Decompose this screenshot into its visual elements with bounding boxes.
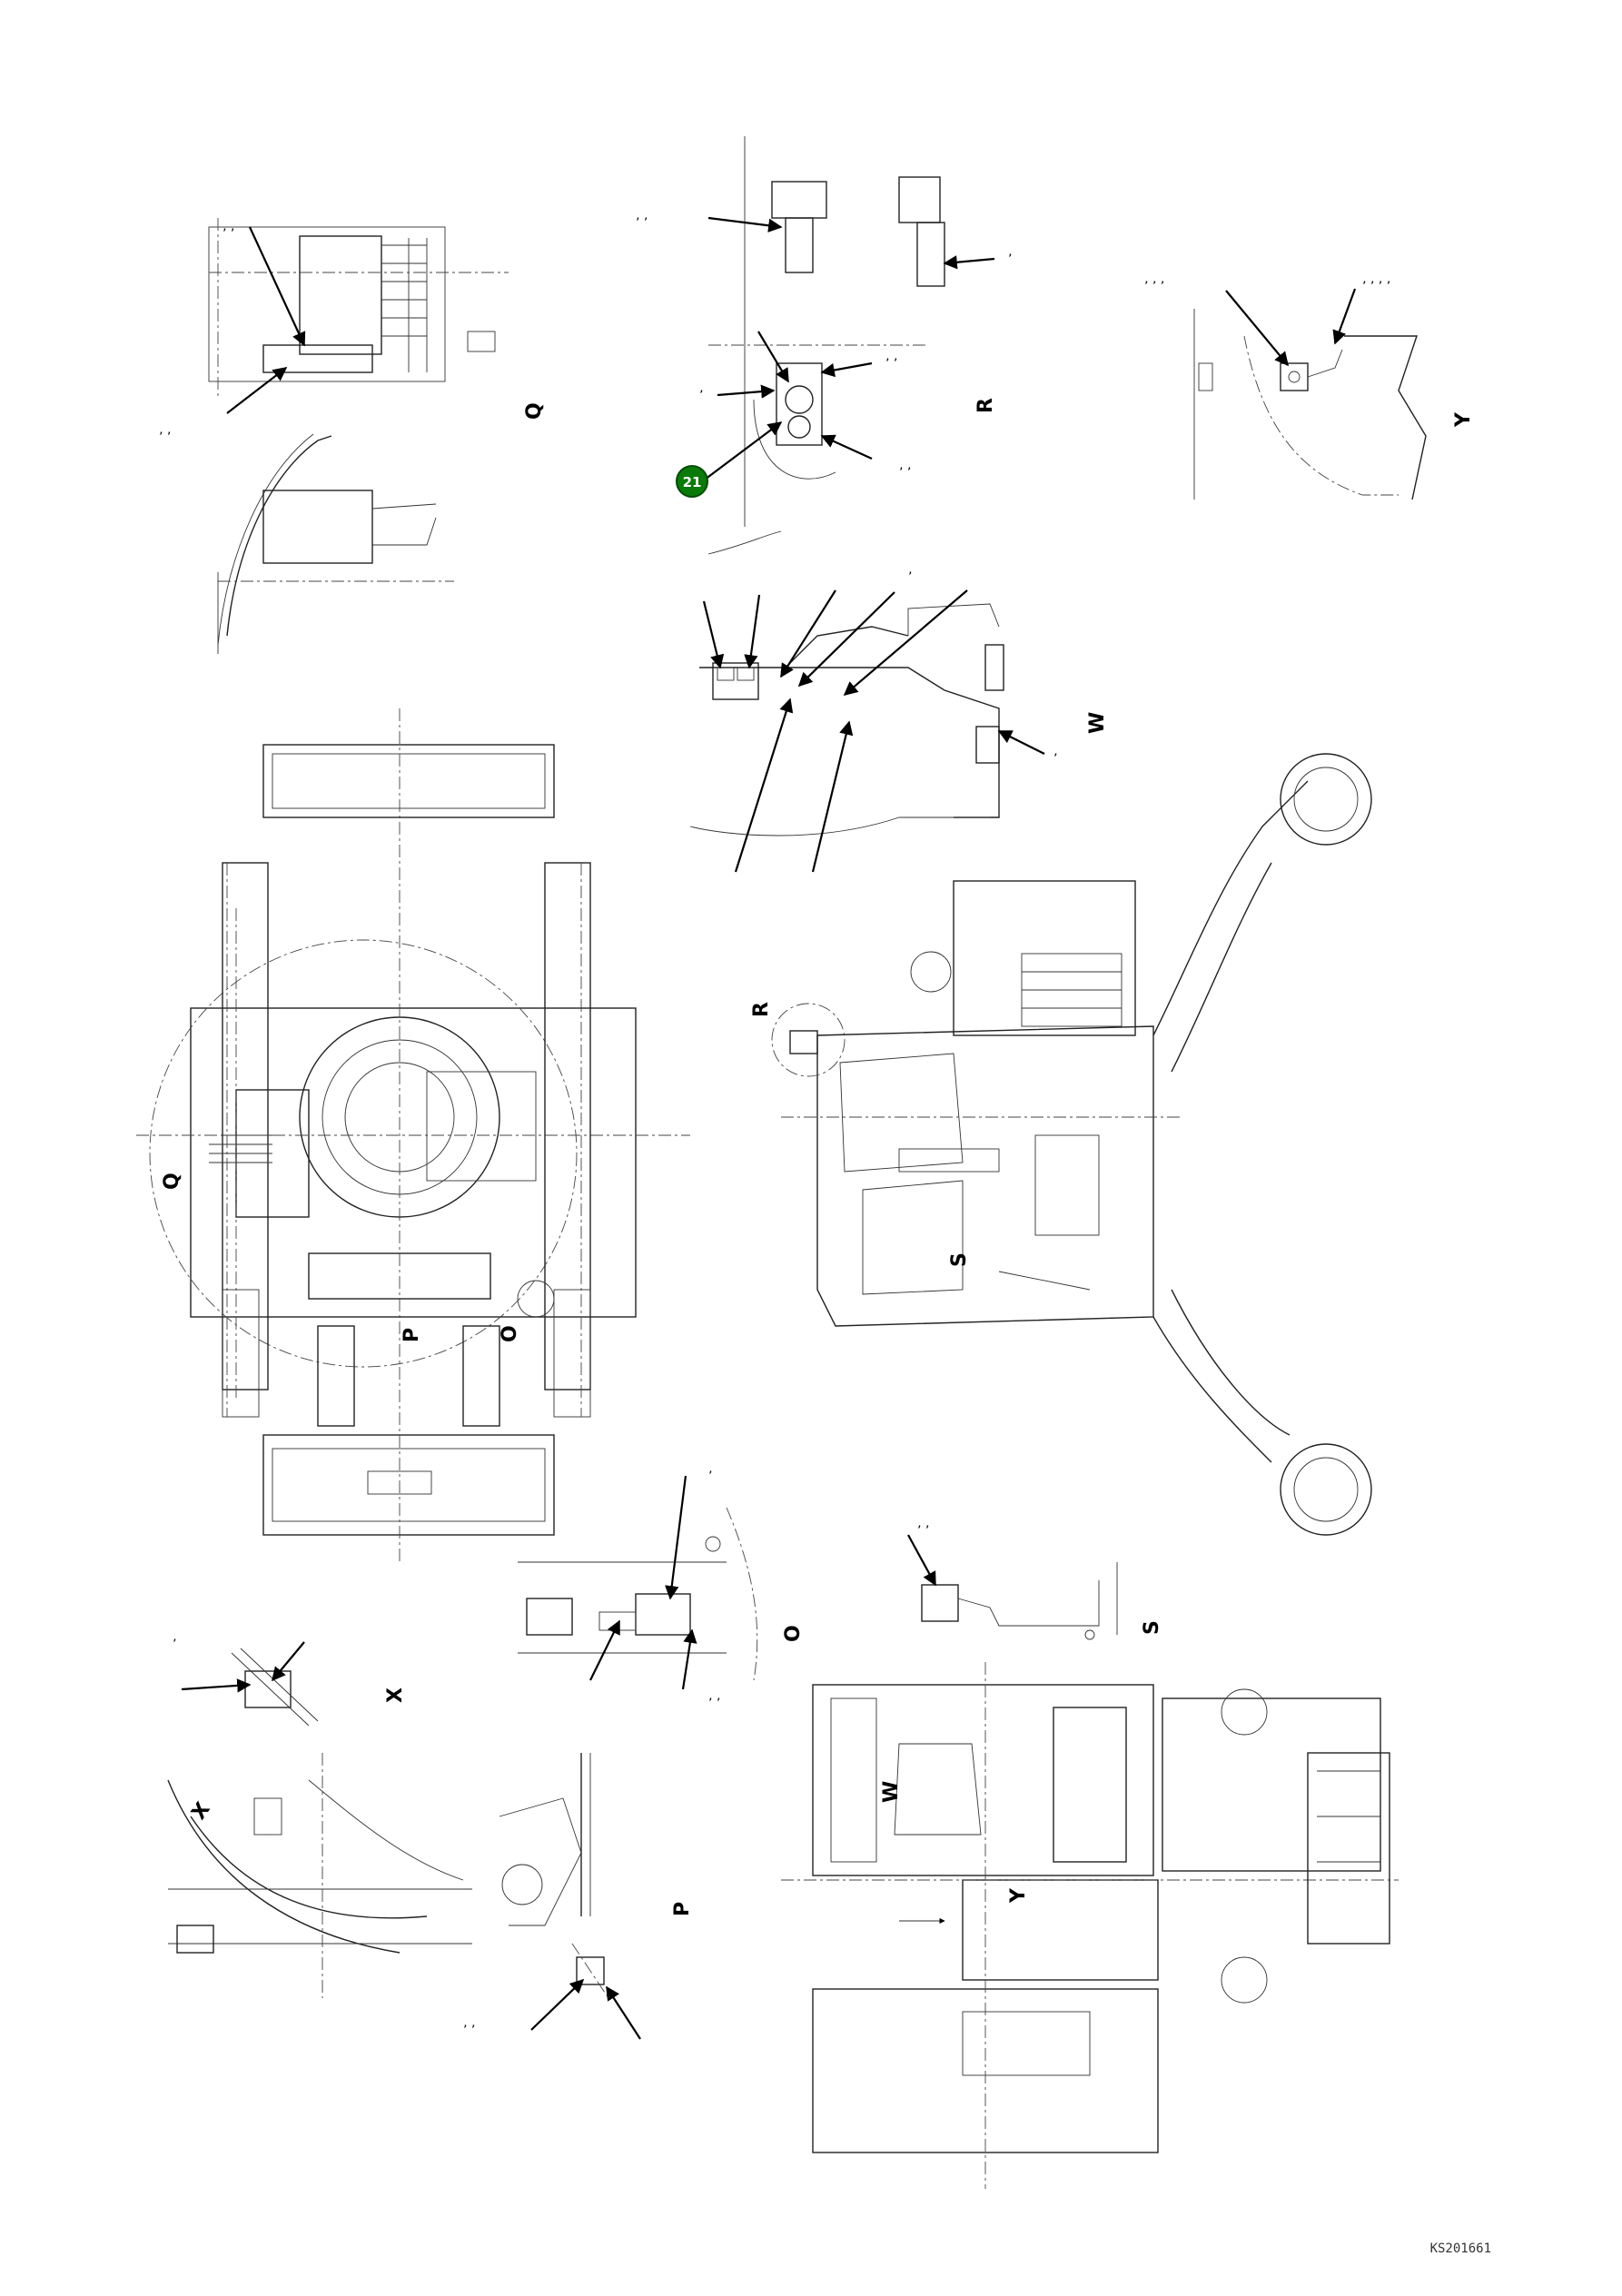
svg-text:’: ’ <box>1008 252 1012 267</box>
view-label-p-left: P <box>401 1328 423 1342</box>
section-view-x: X <box>167 1753 472 1998</box>
view-label-o-detail: O <box>782 1625 805 1642</box>
view-label-q-left: Q <box>161 1173 183 1190</box>
view-label-y-plan: Y <box>1007 1887 1030 1904</box>
detail-view-w: ’ ’ W <box>689 570 1109 873</box>
svg-text:’ ’: ’ ’ <box>463 2024 475 2038</box>
svg-text:’ ’ ’ ’: ’ ’ ’ ’ <box>1362 280 1390 294</box>
svg-text:’ ’: ’ ’ <box>885 357 897 371</box>
detail-view-y: ’ ’ ’ ’ ’ ’ ’ Y <box>1144 280 1475 500</box>
detail-view-o: ’ ’ ’ O <box>518 1470 805 1711</box>
callout-number: 21 <box>683 474 702 490</box>
svg-text:’ ’: ’ ’ <box>917 1524 929 1539</box>
svg-text:’ ’: ’ ’ <box>223 227 234 242</box>
svg-text:’ ’: ’ ’ <box>636 216 648 231</box>
machine-side-view: R S <box>750 753 1372 1536</box>
svg-text:’: ’ <box>908 570 912 585</box>
view-label-x-detail: X <box>384 1687 407 1703</box>
view-label-s-side: S <box>948 1252 971 1267</box>
machine-plan-view: Q P O <box>136 708 690 1562</box>
machine-top-view: W Y <box>781 1662 1399 2189</box>
svg-text:’: ’ <box>708 1470 712 1484</box>
view-label-s-detail: S <box>1141 1620 1163 1635</box>
detail-view-s: ’ ’ S <box>907 1524 1163 1640</box>
document-id: KS201661 <box>1430 2242 1491 2256</box>
svg-text:’ ’: ’ ’ <box>159 430 171 445</box>
detail-view-q: ’ ’ ’ ’ Q <box>159 218 546 654</box>
view-label-o-left: O <box>499 1325 521 1342</box>
callout-badge <box>676 465 708 498</box>
view-label-r-top: R <box>974 398 997 413</box>
view-label-y-top: Y <box>1452 411 1475 428</box>
view-label-w-plan: W <box>880 1781 903 1803</box>
svg-text:’: ’ <box>1053 752 1057 767</box>
svg-text:’: ’ <box>173 1638 176 1652</box>
svg-text:’ ’ ’: ’ ’ ’ <box>1144 280 1164 294</box>
view-label-p-detail: P <box>671 1902 694 1916</box>
view-label-w-mid: W <box>1086 712 1109 734</box>
detail-view-r: ’ ’ ’ ’ ’ ’ ’ ’ 21 R <box>636 136 1012 555</box>
view-label-x-section: X <box>187 1798 214 1824</box>
svg-text:’ ’: ’ ’ <box>708 1697 720 1711</box>
detail-view-x: ’ X <box>173 1638 407 1727</box>
detail-view-p: ’ ’ P <box>463 1753 694 2040</box>
svg-text:’ ’: ’ ’ <box>899 466 911 480</box>
view-label-r-side: R <box>750 1002 773 1017</box>
svg-text:’: ’ <box>699 389 703 403</box>
view-label-q-top: Q <box>523 402 546 420</box>
